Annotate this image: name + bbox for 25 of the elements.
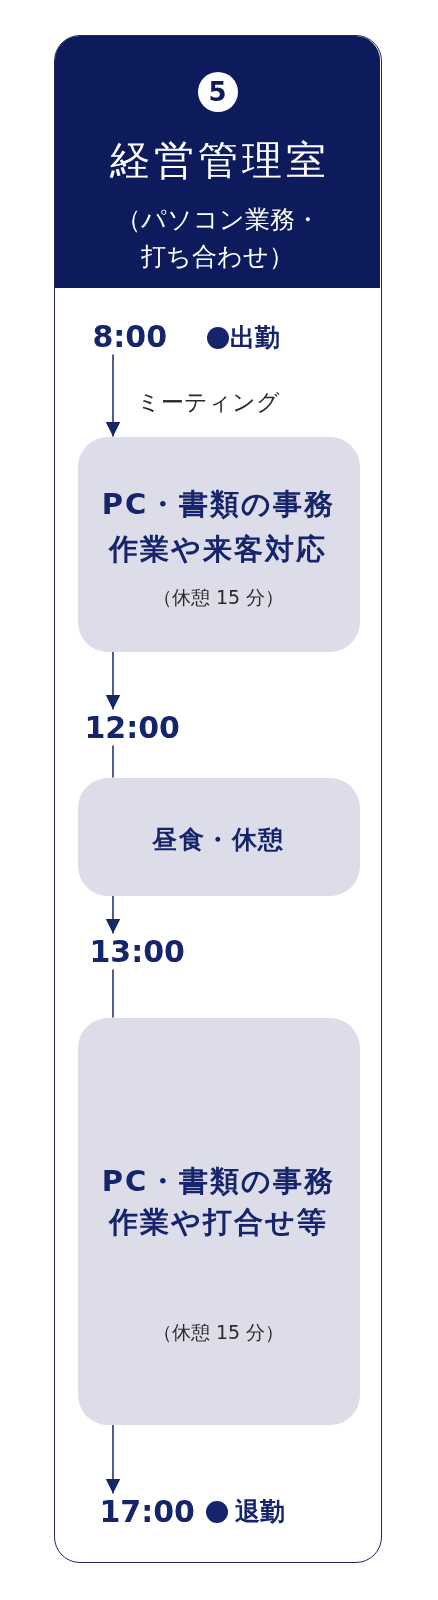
arrow: [105, 353, 120, 437]
activity-box: [77, 436, 360, 652]
subtitle: （パソコン業務・打ち合わせ）: [114, 204, 321, 273]
heading: 経営管理室: [108, 135, 331, 185]
time-label: 12:00: [84, 709, 180, 746]
time-label: 13:00: [89, 933, 185, 970]
schedule-card: [54, 35, 382, 1563]
break-note: （休憩 15 分）: [151, 585, 286, 610]
break-note: （休憩 15 分）: [151, 1320, 286, 1345]
activity-box: [77, 777, 360, 896]
event-label: 出勤: [229, 322, 280, 354]
connector-line: [111, 744, 114, 778]
time-label: 8:00: [92, 318, 168, 355]
number-badge: 5: [197, 71, 238, 112]
event-label: 退勤: [234, 1496, 285, 1528]
arrow: [105, 1423, 120, 1494]
arrow: [105, 894, 120, 934]
activity-text: PC・書類の事務作業や来客対応: [100, 486, 337, 568]
activity-box: [77, 1017, 360, 1425]
activity-text: PC・書類の事務作業や打合せ等: [100, 1162, 337, 1241]
activity-text: 昼食・休憩: [151, 823, 286, 856]
connector-line: [111, 968, 114, 1018]
edge-label: ミーティング: [136, 387, 280, 417]
arrow: [105, 650, 120, 710]
time-label: 17:00: [99, 1493, 195, 1530]
